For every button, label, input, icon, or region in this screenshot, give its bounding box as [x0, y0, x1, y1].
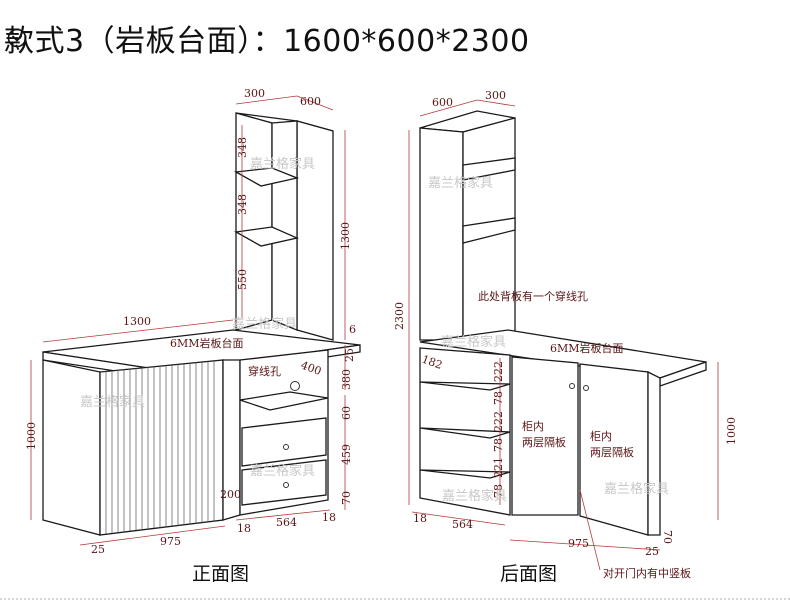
front-dim-desk-w: 975: [160, 535, 181, 548]
back-dim-cab-w: 564: [452, 518, 473, 531]
caption-front: 正面图: [192, 563, 249, 585]
back-dim-plinth: 70: [661, 530, 674, 544]
front-dim-top-len: 1300: [123, 315, 151, 328]
back-dim-sh5: 221: [492, 457, 505, 478]
front-tower-side: [271, 120, 298, 331]
divider-leader-line: [579, 489, 601, 571]
front-dim-cab-w: 564: [276, 516, 297, 529]
door-knob-right-icon: [583, 385, 589, 391]
back-tower-front: [419, 127, 464, 341]
back-dim-door-w: 975: [568, 537, 589, 550]
back-dim-width-top: 300: [485, 89, 506, 102]
back-cabinet-side: [647, 370, 661, 536]
back-note-divider: 对开门内有中竖板: [603, 566, 691, 580]
back-dim-side: 18: [413, 512, 427, 525]
front-shelf-2: [233, 226, 300, 247]
front-dim-shelf-depth: 300: [244, 87, 265, 100]
back-dim-foot: 25: [645, 545, 659, 558]
front-view: [30, 95, 361, 546]
bottom-divider: [0, 598, 790, 602]
back-note-inner1-b: 两层隔板: [522, 435, 566, 449]
back-dim-depth-top: 600: [432, 96, 453, 109]
front-dim-side2: 18: [322, 511, 336, 524]
front-dim-plinth-h: 70: [340, 491, 353, 505]
front-dim-shelf-h2: 348: [236, 194, 249, 215]
back-shelf-1: [462, 157, 516, 181]
title-text: 款式3（岩板台面）：1600*600*2300: [4, 24, 530, 59]
front-dim-desk-h: 1000: [25, 422, 38, 450]
watermark-4: 嘉兰格家具: [250, 463, 315, 479]
back-door-left: [511, 356, 579, 516]
front-dim-top-gap: 25: [343, 348, 356, 362]
back-view: [408, 99, 719, 551]
front-drawer-1: [241, 417, 327, 467]
back-dim-desk-h: 1000: [725, 417, 738, 445]
drawer-knob-1-icon: [283, 444, 289, 450]
watermark-2: 嘉兰格家具: [232, 316, 297, 332]
front-dim-shelf-h1: 348: [236, 137, 249, 158]
back-note-inner2-a: 柜内: [590, 429, 612, 443]
watermark-6: 嘉兰格家具: [441, 334, 506, 350]
back-dim-sh1: 222: [492, 361, 505, 382]
back-dim-sh2: 78: [492, 391, 505, 405]
back-note-inner1-a: 柜内: [522, 419, 544, 433]
back-note-inner2-b: 两层隔板: [590, 445, 634, 459]
back-dim-sh6: 78: [492, 484, 505, 498]
watermark-3: 嘉兰格家具: [80, 394, 145, 410]
title-row: 款式3（岩板台面）：1600*600*2300: [4, 16, 530, 60]
front-note-hole: 穿线孔: [248, 364, 281, 378]
drawer-knob-2-icon: [283, 482, 289, 488]
front-dim-foot: 200: [220, 488, 241, 501]
back-dim-sh4: 78: [492, 438, 505, 452]
back-note-hole: 此处背板有一个穿线孔: [478, 289, 588, 303]
front-dim-open-h: 380: [340, 369, 353, 390]
back-dim-sh3: 222: [492, 411, 505, 432]
front-note-top: 6MM岩板台面: [170, 336, 244, 350]
back-shelf-2: [462, 217, 516, 244]
front-dim-drawer-h: 459: [340, 444, 353, 465]
front-dim-shelf-h3: 550: [236, 269, 249, 290]
chevron-circle-icon: [7, 28, 27, 48]
front-drawer-2: [241, 459, 327, 506]
back-note-top: 6MM岩板台面: [550, 341, 624, 355]
front-dim-base-left: 25: [91, 543, 105, 556]
watermark-7: 嘉兰格家具: [442, 488, 507, 504]
front-dim-drawer-gap: 60: [340, 406, 353, 420]
front-dim-top-thick: 6: [349, 323, 356, 336]
door-knob-left-icon: [569, 383, 575, 389]
back-dim-total-h: 2300: [393, 302, 406, 330]
watermark-8: 嘉兰格家具: [604, 481, 669, 497]
front-slat-panel: [99, 359, 224, 536]
watermark-1: 嘉兰格家具: [250, 156, 315, 172]
front-tower-right: [296, 120, 334, 341]
caption-back: 后面图: [500, 563, 557, 585]
watermark-5: 嘉兰格家具: [428, 175, 493, 191]
cable-hole-icon: [290, 381, 300, 391]
front-shelf-1: [233, 167, 300, 187]
front-dim-side1: 18: [237, 522, 251, 535]
front-dim-tower-h: 1300: [339, 222, 352, 250]
front-dim-shelf-width: 600: [300, 95, 321, 108]
front-left-body: [42, 359, 101, 536]
front-open-shelf: [239, 391, 329, 411]
front-slats: [105, 360, 215, 534]
